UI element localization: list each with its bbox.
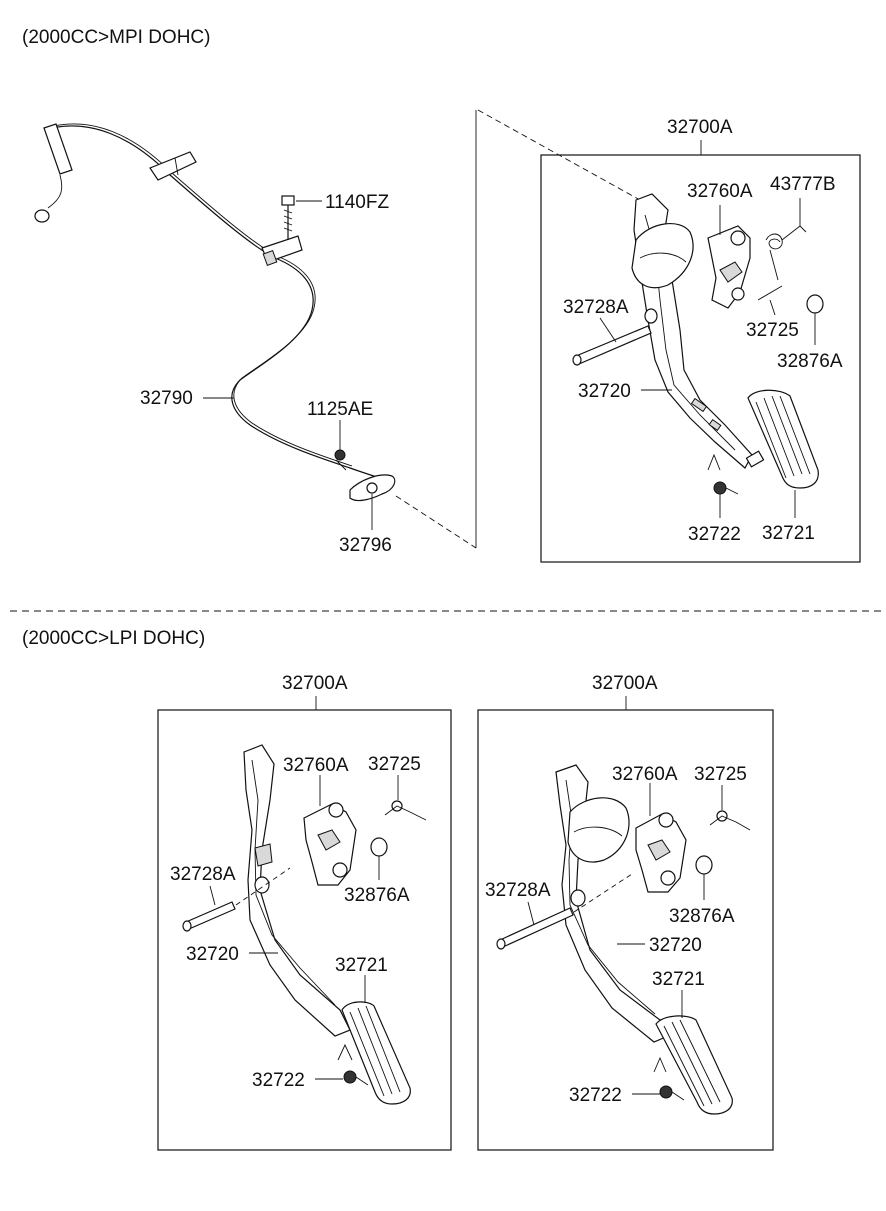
mpi-label-32725: 32725 xyxy=(746,320,799,341)
section-title-mpi: (2000CC>MPI DOHC) xyxy=(22,27,210,48)
grommet-plate-32796-icon xyxy=(349,474,396,502)
lpi-left-label-32760a: 32760A xyxy=(283,755,349,776)
lpi-right-label-32722: 32722 xyxy=(569,1085,622,1106)
lpi-right-label-32721: 32721 xyxy=(652,969,705,990)
cable-end-knob xyxy=(34,209,50,223)
mpi-label-32721: 32721 xyxy=(762,523,815,544)
lpi-right-label-32876a: 32876A xyxy=(669,906,735,927)
lpi-left-label-32720: 32720 xyxy=(186,944,239,965)
lpi-right-label-32728a: 32728A xyxy=(485,880,551,901)
pad-32721-icon xyxy=(745,389,819,489)
pin-32728a-icon xyxy=(572,325,652,366)
section-title-lpi: (2000CC>LPI DOHC) xyxy=(22,628,205,649)
assembly-mpi: 32700A 32760A 43777B xyxy=(540,117,861,563)
label-32790: 32790 xyxy=(140,388,193,409)
assembly-lpi-right-box xyxy=(477,709,774,1151)
label-32796: 32796 xyxy=(339,535,392,556)
label-1140fz: 1140FZ xyxy=(325,192,389,213)
lpi-left-clip-32725-icon xyxy=(384,800,427,821)
cable-end-connector xyxy=(43,123,73,175)
assembly-lpi-left-title: 32700A xyxy=(282,673,348,694)
lpi-right-cap-32876a-icon xyxy=(695,855,713,875)
spring-32722-icon xyxy=(707,453,739,495)
label-1125ae: 1125AE xyxy=(307,399,373,420)
assembly-mpi-title: 32700A xyxy=(667,117,733,138)
spring-43777b-icon xyxy=(765,225,807,281)
bolt-1140fz-icon xyxy=(281,195,295,240)
lpi-right-label-32725: 32725 xyxy=(694,764,747,785)
clip-32725-icon xyxy=(757,285,783,301)
lpi-right-label-32720: 32720 xyxy=(649,935,702,956)
housing-lpi-right xyxy=(567,797,630,863)
mpi-label-43777b: 43777B xyxy=(770,174,836,195)
assembly-mpi-box xyxy=(540,154,861,563)
lpi-right-clip-32725-icon xyxy=(709,810,751,831)
bracket-32760a-icon xyxy=(707,225,751,309)
assembly-lpi-right-title: 32700A xyxy=(592,673,658,694)
cap-32876a-icon xyxy=(806,294,824,314)
lpi-left-pad-32721-icon xyxy=(341,1001,411,1105)
assembly-lpi-left-box xyxy=(157,709,452,1151)
lpi-right-bracket-32760a-icon xyxy=(635,812,687,893)
lpi-right-pad-32721-icon xyxy=(655,1015,733,1115)
lpi-left-label-32876a: 32876A xyxy=(344,885,410,906)
pedal-arm-lpi-left xyxy=(243,744,351,1037)
mpi-label-32760a: 32760A xyxy=(687,181,753,202)
cable-top-bracket xyxy=(149,151,197,181)
lpi-left-label-32728a: 32728A xyxy=(170,864,236,885)
mpi-label-32720: 32720 xyxy=(578,381,631,402)
lpi-right-label-32760a: 32760A xyxy=(612,764,678,785)
accelerator-cable xyxy=(51,125,396,483)
lpi-right-pin-32728a-icon xyxy=(496,907,574,950)
bolt-1125ae-icon xyxy=(334,449,347,471)
lpi-right-spring-32722-icon xyxy=(653,1056,685,1101)
accelerator-cable-group: 1140FZ 32790 1125AE 32796 xyxy=(34,109,641,556)
lpi-left-label-32725: 32725 xyxy=(368,754,421,775)
mpi-label-32728a: 32728A xyxy=(563,297,629,318)
assembly-lpi-left: 32700A 32760A 32725 32728A xyxy=(157,673,452,1151)
lpi-left-cap-32876a-icon xyxy=(370,837,388,857)
housing-mpi xyxy=(631,223,694,289)
lpi-left-bracket-32760a-icon xyxy=(303,802,357,886)
lpi-left-spring-32722-icon xyxy=(337,1043,369,1086)
assembly-lpi-right: 32700A 32760A 32725 32728A xyxy=(477,673,774,1151)
lpi-left-label-32722: 32722 xyxy=(252,1070,305,1091)
lpi-left-pin-32728a-icon xyxy=(182,901,236,932)
mpi-label-32876a: 32876A xyxy=(777,351,843,372)
lpi-left-label-32721: 32721 xyxy=(335,955,388,976)
mpi-label-32722: 32722 xyxy=(688,524,741,545)
